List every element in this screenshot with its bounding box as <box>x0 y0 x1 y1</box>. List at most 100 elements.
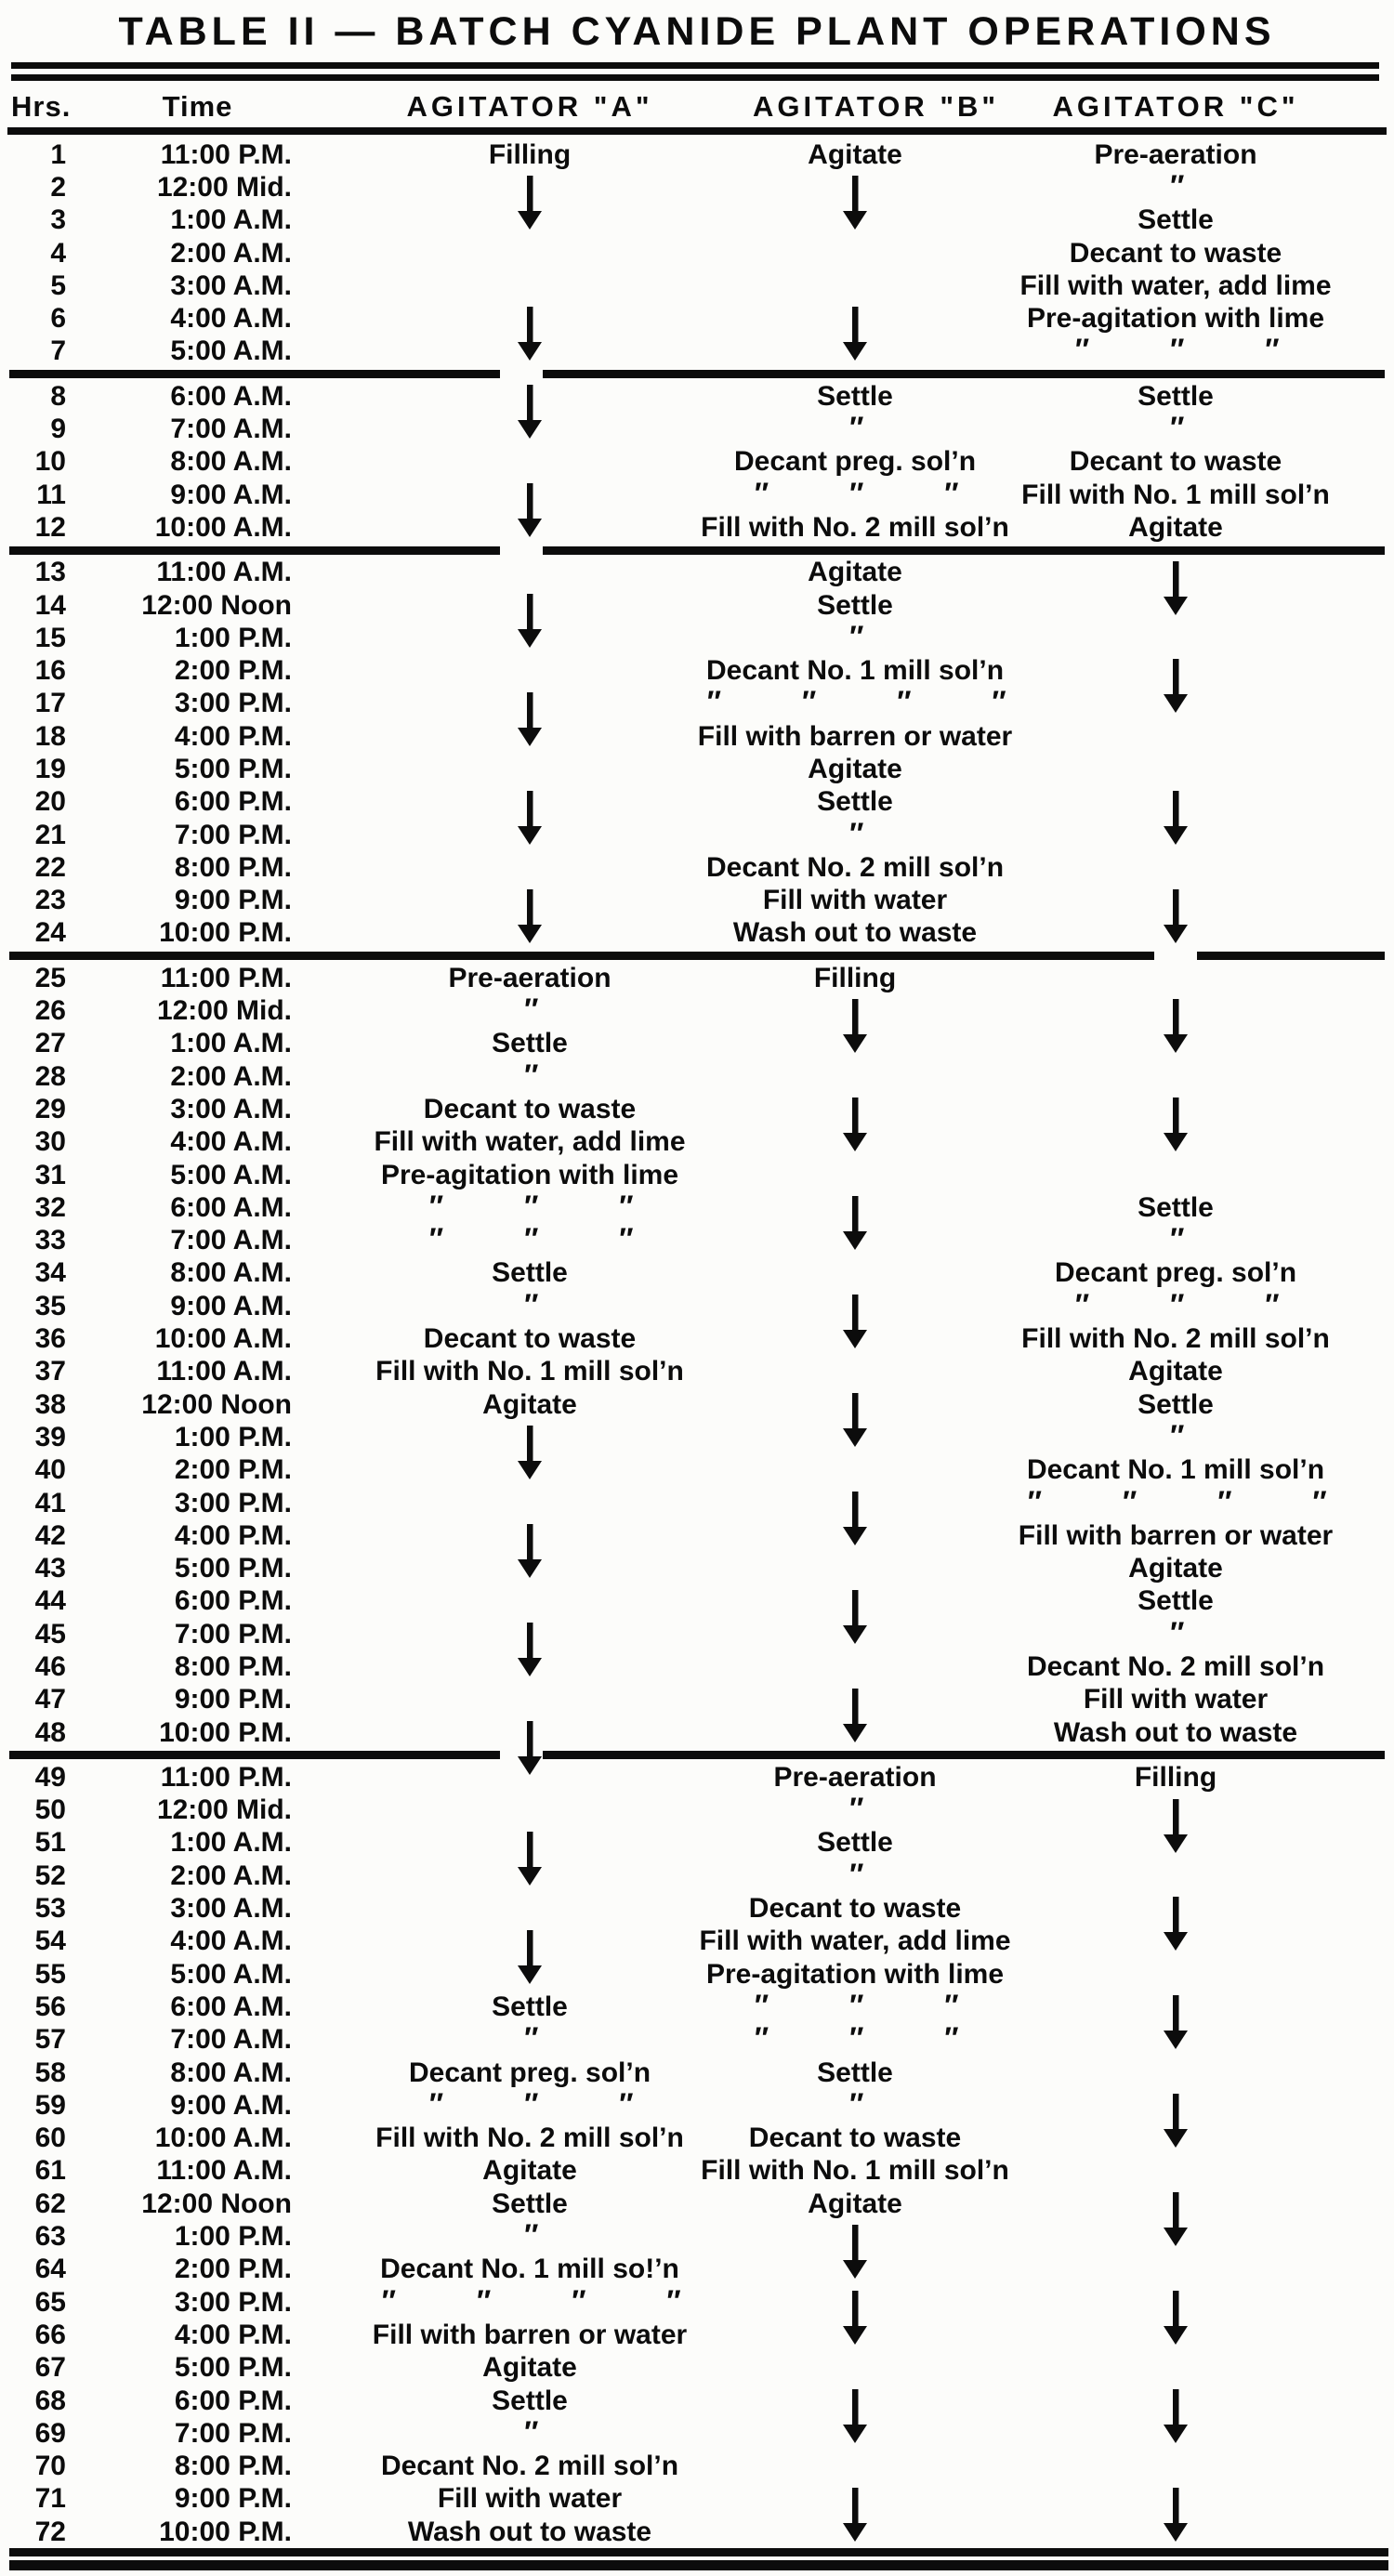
cell-text: Agitate <box>1128 1553 1223 1584</box>
cell-agitator-a <box>307 851 753 884</box>
cell-text: 3:00 A.M. <box>170 269 292 301</box>
cell-agitator-b: ″ <box>753 1860 957 1892</box>
cell-agitator-a <box>307 1684 753 1716</box>
down-arrow-icon <box>1163 1995 1189 2050</box>
cell-text: Settle <box>817 380 893 412</box>
cell-text: 51 <box>34 1827 66 1859</box>
down-arrow-icon <box>517 888 543 943</box>
cell-text: 9:00 A.M. <box>170 2089 292 2121</box>
cell-text: 27 <box>34 1028 66 1059</box>
cell-text: Settle <box>817 1827 893 1859</box>
cell-text: 2:00 A.M. <box>170 1060 292 1092</box>
cell-agitator-c: Settle <box>957 1585 1394 1618</box>
cell-hr: 4 <box>0 237 88 269</box>
cell-agitator-a <box>307 688 753 746</box>
cell-text: Fill with No. 2 mill sol’n <box>375 2123 684 2154</box>
cell-text: Decant No. 1 mill sol’n <box>1026 1454 1325 1486</box>
cell-text: Decant No. 1 mill sol’n <box>705 655 1005 687</box>
cell-time: 7:00 P.M. <box>88 819 307 851</box>
cell-hr: 18 <box>0 720 88 753</box>
cell-agitator-b: Decant No. 2 mill sol’n <box>706 851 1004 884</box>
cell-agitator-b: Decant to waste <box>749 2123 961 2155</box>
ditto-mark: ″ <box>1168 168 1183 203</box>
cell-text: Settle <box>817 786 893 818</box>
cell-agitator-b <box>753 1159 957 1191</box>
cell-hr: 43 <box>0 1552 88 1584</box>
down-arrow-icon <box>1163 2291 1189 2345</box>
cell-agitator-c: Pre-agitation with lime <box>957 302 1394 335</box>
cell-text: 9:00 P.M. <box>174 885 292 916</box>
cell-time: 9:00 P.M. <box>88 2483 307 2516</box>
cell-hr: 9 <box>0 413 88 445</box>
down-arrow-icon <box>517 176 543 230</box>
cell-text: 11:00 A.M. <box>156 1356 292 1387</box>
bottom-divider <box>9 2548 1388 2571</box>
cell-text: Decant preg. sol’n <box>1054 1257 1297 1289</box>
down-arrow-icon <box>1163 1097 1189 1152</box>
ditto-mark: ″ ″ ″ <box>427 1189 632 1223</box>
cell-text: Filling <box>1134 1761 1217 1793</box>
cell-time: 6:00 A.M. <box>88 380 307 413</box>
cell-text: 18 <box>34 720 66 752</box>
cell-time: 6:00 P.M. <box>88 2385 307 2417</box>
cell-agitator-c <box>957 2188 1394 2247</box>
cell-hr: 6 <box>0 302 88 335</box>
cell-agitator-c <box>957 1860 1394 1892</box>
cell-agitator-a: ″ <box>307 1060 753 1093</box>
ditto-mark: ″ ″ ″ <box>427 2086 632 2121</box>
cell-agitator-b: Pre-aeration <box>753 1761 957 1794</box>
cell-text: 60 <box>34 2123 66 2154</box>
cell-text: Decant No. 1 mill so!’n <box>380 2254 679 2285</box>
cell-agitator-a <box>307 654 753 687</box>
cell-agitator-a: Fill with No. 1 mill sol’n <box>307 1356 753 1388</box>
cell-time: 9:00 P.M. <box>88 1684 307 1716</box>
cell-hr: 58 <box>0 2057 88 2089</box>
cell-time: 3:00 P.M. <box>88 688 307 720</box>
cell-text: 34 <box>34 1257 66 1289</box>
cell-text: 45 <box>34 1618 66 1649</box>
cell-time: 12:00 Noon <box>88 1388 307 1421</box>
ditto-mark: ″ ″ ″ ″ <box>1026 1484 1325 1518</box>
cell-agitator-b <box>753 1454 957 1487</box>
cell-agitator-c: ″ ″ ″ <box>957 1290 1394 1322</box>
cell-text: 2 <box>50 171 66 203</box>
cell-agitator-b: Pre-agitation with lime <box>706 1958 1004 1991</box>
cell-text: 12:00 Noon <box>141 1388 292 1420</box>
cell-text: 15 <box>34 622 66 653</box>
cell-time: 1:00 P.M. <box>88 622 307 654</box>
cell-text: 40 <box>34 1454 66 1486</box>
cell-text: 5:00 P.M. <box>174 753 292 784</box>
cell-hr: 39 <box>0 1421 88 1453</box>
cell-text: 2:00 P.M. <box>174 2254 292 2285</box>
cell-agitator-a: Wash out to waste <box>307 2516 753 2548</box>
cell-text: 41 <box>34 1487 66 1518</box>
cell-agitator-c <box>957 2352 1394 2385</box>
cell-hr: 42 <box>0 1519 88 1552</box>
cell-agitator-a <box>307 1519 753 1579</box>
section-divider <box>9 1751 1385 1760</box>
cell-agitator-c: ″ <box>957 413 1394 445</box>
cell-hr: 63 <box>0 2220 88 2253</box>
cell-text: Pre-agitation with lime <box>705 1958 1005 1990</box>
cell-agitator-a: ″ ″ ″ <box>307 1224 753 1257</box>
cell-time: 3:00 P.M. <box>88 1487 307 1519</box>
cell-text: 24 <box>34 917 66 949</box>
cell-text: Fill with No. 1 mill sol’n <box>701 2155 1009 2187</box>
cell-agitator-b: Settle <box>753 786 957 819</box>
cell-text: 8:00 A.M. <box>170 1257 292 1289</box>
cell-agitator-c <box>957 851 1394 884</box>
cell-agitator-a: ″ ″ ″ <box>307 1191 753 1224</box>
cell-text: Wash out to waste <box>407 2516 652 2547</box>
cell-agitator-b: Wash out to waste <box>733 917 977 950</box>
cell-time: 3:00 A.M. <box>88 1093 307 1125</box>
cell-text: Pre-agitation with lime <box>1026 303 1325 335</box>
cell-text: 5 <box>50 269 66 301</box>
cell-text: 11:00 P.M. <box>160 962 292 993</box>
